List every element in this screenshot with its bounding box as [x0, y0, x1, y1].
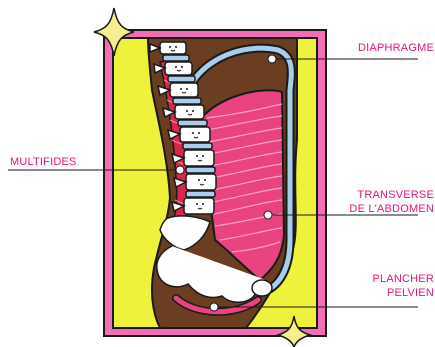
- label-transverse: TRANSVERSE DE L'ABDOMEN: [318, 188, 434, 216]
- marker-diaphragme: [268, 55, 276, 63]
- marker-multifides: [176, 166, 184, 174]
- label-transverse-line2: DE L'ABDOMEN: [318, 202, 434, 216]
- marker-transverse: [264, 211, 272, 219]
- label-plancher-line1: PLANCHER: [338, 272, 434, 286]
- label-multifides: MULTIFIDES: [10, 155, 77, 169]
- marker-plancher: [210, 303, 218, 311]
- label-diaphragme: DIAPHRAGME: [338, 41, 434, 55]
- label-plancher-line2: PELVIEN: [338, 286, 434, 300]
- label-plancher: PLANCHER PELVIEN: [338, 272, 434, 300]
- label-transverse-line1: TRANSVERSE: [318, 188, 434, 202]
